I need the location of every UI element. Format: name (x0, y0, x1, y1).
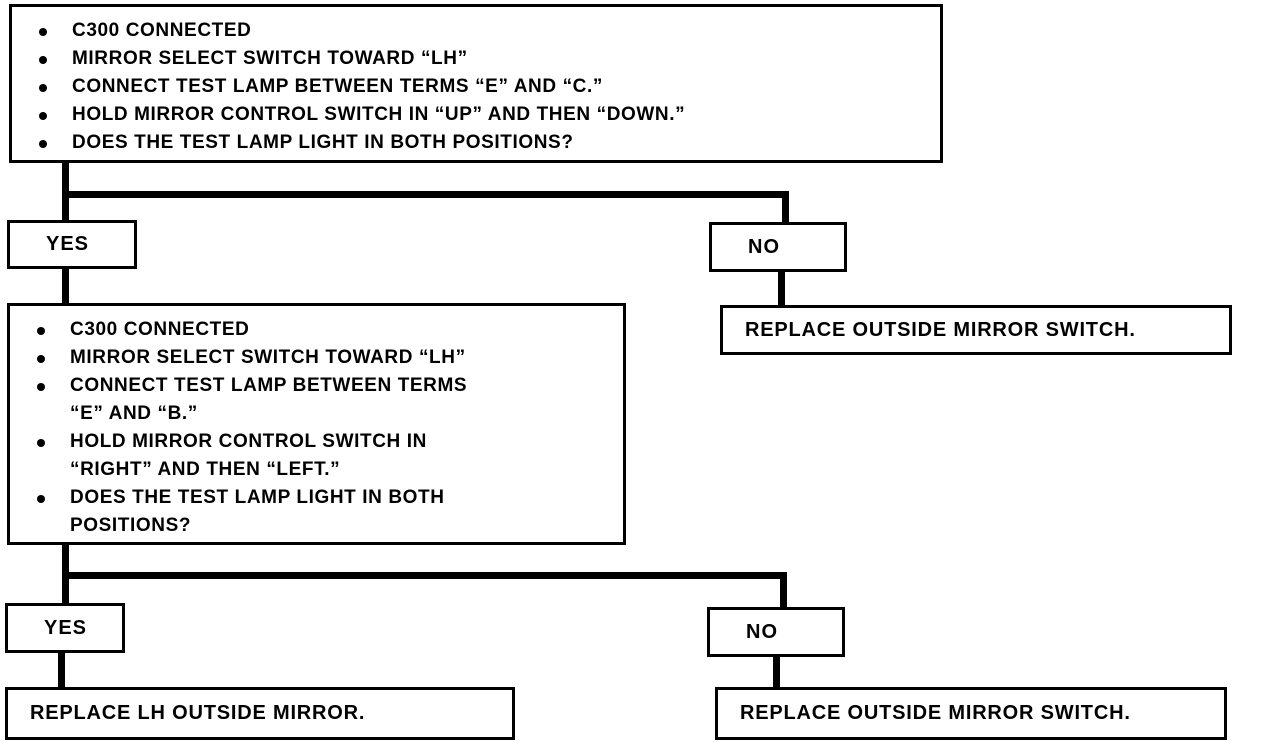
question-2-item: MIRROR SELECT SWITCH TOWARD “LH” (20, 344, 615, 372)
question-1-item: HOLD MIRROR CONTROL SWITCH IN “UP” AND T… (22, 101, 932, 129)
action-replace-lh-outside-mirror-label: REPLACE LH OUTSIDE MIRROR. (30, 702, 366, 724)
decision-yes-2-label: YES (44, 616, 88, 639)
question-1-item: CONNECT TEST LAMP BETWEEN TERMS “E” AND … (22, 73, 932, 101)
connector-q1-branch-horizontal (62, 191, 789, 198)
question-2-item: CONNECT TEST LAMP BETWEEN TERMS “E” AND … (20, 372, 615, 428)
question-1-item: MIRROR SELECT SWITCH TOWARD “LH” (22, 45, 932, 73)
decision-yes-2[interactable]: YES (5, 603, 125, 653)
question-1-list: C300 CONNECTED MIRROR SELECT SWITCH TOWA… (22, 17, 932, 157)
decision-yes-1[interactable]: YES (7, 220, 137, 269)
decision-no-1[interactable]: NO (709, 222, 847, 272)
connector-yes1-to-question2 (62, 269, 69, 305)
decision-yes-1-label: YES (46, 233, 90, 255)
decision-no-2[interactable]: NO (707, 607, 845, 657)
question-1-item: DOES THE TEST LAMP LIGHT IN BOTH POSITIO… (22, 129, 932, 157)
question-2-list: C300 CONNECTED MIRROR SELECT SWITCH TOWA… (20, 316, 615, 540)
action-replace-lh-outside-mirror: REPLACE LH OUTSIDE MIRROR. (5, 687, 515, 740)
decision-no-1-label: NO (748, 235, 780, 258)
question-box-2: C300 CONNECTED MIRROR SELECT SWITCH TOWA… (7, 303, 626, 545)
connector-q2-no-drop (780, 572, 787, 608)
action-replace-outside-mirror-switch-2-label: REPLACE OUTSIDE MIRROR SWITCH. (740, 702, 1131, 724)
connector-q1-no-drop (782, 191, 789, 224)
action-replace-outside-mirror-switch-1: REPLACE OUTSIDE MIRROR SWITCH. (720, 305, 1232, 355)
question-2-item: HOLD MIRROR CONTROL SWITCH IN “RIGHT” AN… (20, 428, 615, 484)
question-2-item: C300 CONNECTED (20, 316, 615, 344)
connector-yes2-to-action (58, 652, 65, 689)
connector-no1-to-action (778, 271, 785, 307)
decision-no-2-label: NO (746, 620, 778, 643)
question-2-item: DOES THE TEST LAMP LIGHT IN BOTH POSITIO… (20, 484, 615, 540)
action-replace-outside-mirror-switch-2: REPLACE OUTSIDE MIRROR SWITCH. (715, 687, 1227, 740)
action-replace-outside-mirror-switch-1-label: REPLACE OUTSIDE MIRROR SWITCH. (745, 318, 1136, 341)
question-box-1: C300 CONNECTED MIRROR SELECT SWITCH TOWA… (9, 4, 943, 163)
question-1-item: C300 CONNECTED (22, 17, 932, 45)
connector-no2-to-action (773, 656, 780, 689)
connector-q2-branch-horizontal (62, 572, 787, 579)
